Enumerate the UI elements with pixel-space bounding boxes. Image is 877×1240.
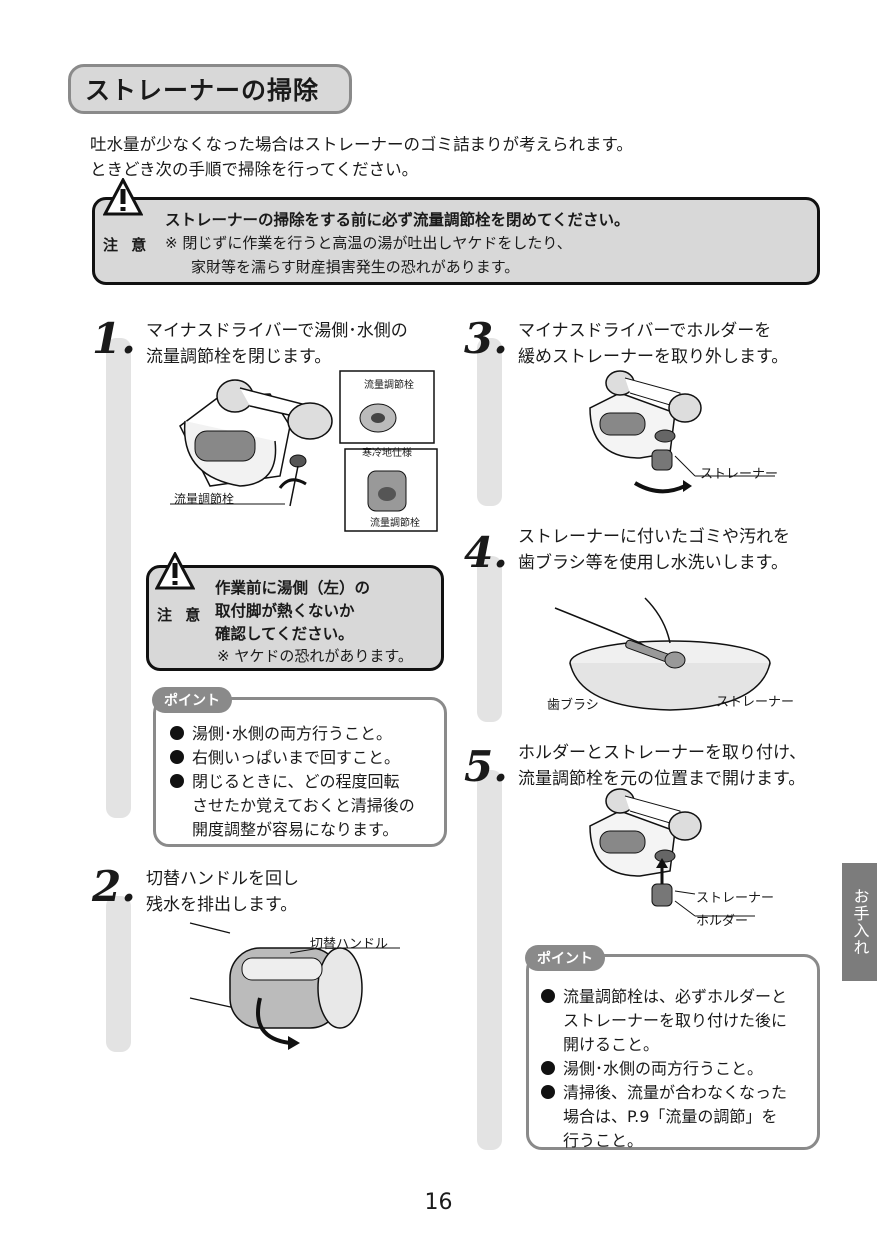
warning-icon xyxy=(103,178,143,216)
point-2-item-2: 湯側･水側の両方行うこと。 xyxy=(563,1059,764,1078)
point-2-item-3c: 行うこと。 xyxy=(563,1131,644,1150)
caution-line-3: 家財等を濡らす財産損害発生の恐れがあります。 xyxy=(191,258,520,276)
step-number-5: 5. xyxy=(464,742,508,791)
step-bar-3 xyxy=(477,338,502,506)
step-5-text: ホルダーとストレーナーを取り付け、 流量調節栓を元の位置まで開けます。 xyxy=(518,740,806,792)
step-1-illustration xyxy=(170,370,438,532)
section-title: ストレーナーの掃除 xyxy=(68,64,352,114)
point-1-item: 閉じるときに、どの程度回転 xyxy=(170,770,400,794)
point-box-1: ポイント 湯側･水側の両方行うこと。 右側いっぱいまで回すこと。 閉じるときに、… xyxy=(152,687,447,847)
step-bar-1 xyxy=(106,338,131,818)
caution-box-step: 注 意 作業前に湯側（左）の 取付脚が熱くないか 確認してください。 ※ ヤケド… xyxy=(146,552,444,671)
caution-step-line-3: 確認してください。 xyxy=(215,625,354,643)
step-3-text: マイナスドライバーでホルダーを 緩めストレーナーを取り外します。 xyxy=(518,318,788,370)
step-4-line-1: ストレーナーに付いたゴミや汚れを xyxy=(518,527,790,547)
step-5-line-2: 流量調節栓を元の位置まで開けます。 xyxy=(518,769,806,789)
point-1-item-3: 閉じるときに、どの程度回転 xyxy=(192,772,400,791)
step-1-label-valve-top: 流量調節栓 xyxy=(364,380,414,391)
point-2-item: 清掃後、流量が合わなくなった xyxy=(541,1081,787,1105)
side-tab: お手入れ xyxy=(842,863,877,981)
step-2-line-2: 残水を排出します。 xyxy=(146,895,298,915)
point-1-cont-2: 開度調整が容易になります。 xyxy=(192,820,399,839)
caution-step-line-1: 作業前に湯側（左）の xyxy=(215,579,371,597)
step-bar-2 xyxy=(106,896,131,1052)
intro-line-1: 吐水量が少なくなった場合はストレーナーのゴミ詰まりが考えられます。 xyxy=(90,135,633,154)
caution-box-top: 注 意 ストレーナーの掃除をする前に必ず流量調節栓を閉めてください。 ※ 閉じず… xyxy=(92,178,820,285)
bullet-icon xyxy=(170,750,184,764)
point-2-item-3: 清掃後、流量が合わなくなった xyxy=(563,1083,788,1102)
step-number-4: 4. xyxy=(464,528,508,577)
caution-line-2: ※ 閉じずに作業を行うと高温の湯が吐出しヤケドをしたり、 xyxy=(165,234,572,252)
step-2-label: 切替ハンドル xyxy=(310,937,389,952)
step-4-line-2: 歯ブラシ等を使用し水洗いします。 xyxy=(518,553,788,573)
point-tag-2: ポイント xyxy=(525,945,605,971)
step-1-label-cold: 寒冷地仕様 xyxy=(362,448,412,459)
intro-text: 吐水量が少なくなった場合はストレーナーのゴミ詰まりが考えられます。 ときどき次の… xyxy=(90,132,633,182)
point-2-item: 流量調節栓は、必ずホルダーと xyxy=(541,985,787,1009)
step-3-line-2: 緩めストレーナーを取り外します。 xyxy=(518,347,789,367)
step-bar-5 xyxy=(477,770,502,1150)
point-1-cont-1: させたか覚えておくと清掃後の xyxy=(192,796,415,815)
step-number-2: 2. xyxy=(92,862,136,911)
point-2-item-3b: 場合は、P.9「流量の調節」を xyxy=(563,1107,778,1126)
step-5-illustration xyxy=(589,788,755,917)
caution-label: 注 意 xyxy=(103,236,151,254)
point-tag-1: ポイント xyxy=(152,687,232,713)
point-1-item: 湯側･水側の両方行うこと。 xyxy=(170,722,392,746)
bullet-icon xyxy=(170,726,184,740)
step-1-label-valve-bottom: 流量調節栓 xyxy=(370,518,420,529)
step-4-label-brush: 歯ブラシ xyxy=(547,698,599,713)
point-1-item-1: 湯側･水側の両方行うこと。 xyxy=(192,724,393,743)
step-bar-4 xyxy=(477,556,502,722)
caution-line-1: ストレーナーの掃除をする前に必ず流量調節栓を閉めてください。 xyxy=(165,211,630,229)
step-1-line-2: 流量調節栓を閉じます。 xyxy=(146,347,332,367)
bullet-icon xyxy=(541,1085,555,1099)
title-text: ストレーナーの掃除 xyxy=(85,76,320,105)
step-4-text: ストレーナーに付いたゴミや汚れを 歯ブラシ等を使用し水洗いします。 xyxy=(518,524,790,576)
point-2-item-1: 流量調節栓は、必ずホルダーと xyxy=(563,987,788,1006)
step-5-line-1: ホルダーとストレーナーを取り付け、 xyxy=(518,743,807,763)
step-2-text: 切替ハンドルを回し 残水を排出します。 xyxy=(146,866,299,918)
step-2-illustration xyxy=(189,922,400,1050)
step-4-illustration xyxy=(554,597,771,711)
step-1-text: マイナスドライバーで湯側･水側の 流量調節栓を閉じます。 xyxy=(146,318,408,370)
warning-icon-2 xyxy=(155,552,195,590)
step-3-illustration xyxy=(589,370,775,494)
point-2-item-1c: 開けること。 xyxy=(563,1035,660,1054)
step-1-line-1: マイナスドライバーで湯側･水側の xyxy=(146,321,408,341)
step-1-label-valve: 流量調節栓 xyxy=(174,492,235,506)
step-5-label-strainer: ストレーナー xyxy=(696,891,775,906)
point-1-item: 右側いっぱいまで回すこと。 xyxy=(170,746,400,770)
point-2-item: 湯側･水側の両方行うこと。 xyxy=(541,1057,763,1081)
step-3-label: ストレーナー xyxy=(700,467,779,482)
point-1-item-2: 右側いっぱいまで回すこと。 xyxy=(192,748,401,767)
caution-step-line-2: 取付脚が熱くないか xyxy=(215,602,355,620)
page-number: 16 xyxy=(424,1190,453,1215)
point-box-2: ポイント 流量調節栓は、必ずホルダーと ストレーナーを取り付けた後に 開けること… xyxy=(525,945,820,1150)
caution-step-line-4: ※ ヤケドの恐れがあります。 xyxy=(217,647,413,665)
step-4-label-strainer: ストレーナー xyxy=(716,695,795,710)
bullet-icon xyxy=(170,774,184,788)
step-2-line-1: 切替ハンドルを回し xyxy=(146,869,299,889)
step-3-line-1: マイナスドライバーでホルダーを xyxy=(518,321,772,341)
step-number-3: 3. xyxy=(464,314,508,363)
bullet-icon xyxy=(541,989,555,1003)
intro-line-2: ときどき次の手順で掃除を行ってください。 xyxy=(90,160,419,179)
step-5-label-holder: ホルダー xyxy=(696,914,749,929)
step-number-1: 1. xyxy=(92,314,136,363)
bullet-icon xyxy=(541,1061,555,1075)
caution-step-label: 注 意 xyxy=(157,606,205,624)
point-2-item-1b: ストレーナーを取り付けた後に xyxy=(563,1011,788,1030)
